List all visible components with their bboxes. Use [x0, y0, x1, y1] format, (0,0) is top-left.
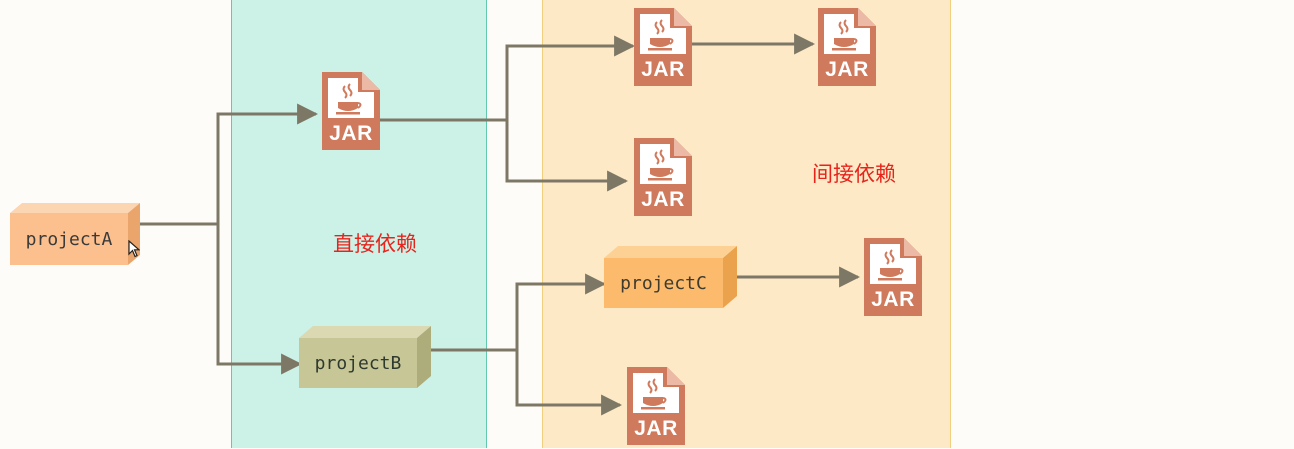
- line-jar1-to-jar-mid: [505, 120, 629, 192]
- line-projectB-to-projectC: [430, 273, 607, 352]
- project-a-label: projectA: [10, 213, 128, 265]
- project-b-box[interactable]: projectB: [299, 326, 431, 388]
- jar-indirect-right-label: JAR: [871, 288, 915, 311]
- line-projectB-to-jar-bottom: [515, 350, 623, 416]
- jar-indirect-bottom-icon: JAR: [627, 367, 685, 445]
- jar-indirect-right-icon: JAR: [864, 238, 922, 316]
- jar-direct-label: JAR: [329, 122, 373, 145]
- project-b-label: projectB: [299, 338, 417, 388]
- jar-indirect-bottom-label: JAR: [634, 417, 678, 440]
- jar-indirect-top-right-icon: JAR: [818, 8, 876, 86]
- jar-indirect-top-label: JAR: [641, 58, 685, 81]
- indirect-dependency-label: 间接依赖: [812, 162, 896, 186]
- line-projectA-to-jar1: [138, 103, 319, 226]
- direct-dependency-label: 直接依赖: [333, 232, 417, 256]
- jar-indirect-top-right-label: JAR: [825, 58, 869, 81]
- mouse-pointer-icon: [128, 240, 140, 258]
- project-c-label: projectC: [604, 258, 723, 308]
- jar-indirect-mid-label: JAR: [641, 188, 685, 211]
- jar-indirect-mid-icon: JAR: [634, 138, 692, 216]
- jar-direct-icon: JAR: [322, 72, 380, 150]
- line-projectA-to-projectB: [216, 224, 303, 375]
- line-jar1-to-jar-top: [380, 35, 636, 122]
- project-c-box[interactable]: projectC: [604, 246, 737, 308]
- indirect-dependency-zone: [542, 0, 951, 448]
- jar-indirect-top-icon: JAR: [634, 8, 692, 86]
- project-a-box[interactable]: projectA: [10, 203, 140, 265]
